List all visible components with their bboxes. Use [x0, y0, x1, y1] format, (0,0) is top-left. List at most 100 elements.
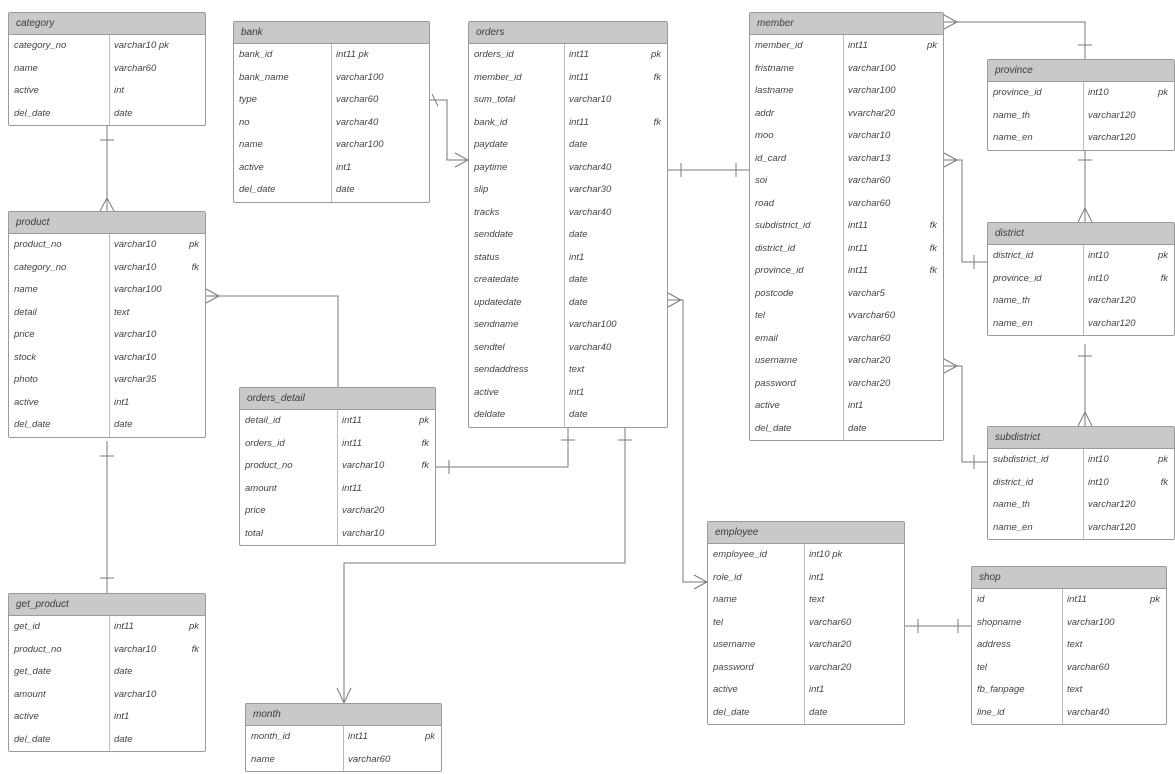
- field-name: product_no: [14, 643, 62, 655]
- field-type: date: [114, 419, 133, 430]
- field-name: id_card: [755, 152, 787, 164]
- rel-crowfoot-marker: [99, 196, 115, 212]
- field-name: get_date: [14, 666, 51, 677]
- field-name: fb_fanpage: [977, 684, 1025, 695]
- field-type: varchar60: [848, 332, 891, 344]
- field-type: int11: [348, 731, 368, 742]
- field-name: orders_id: [474, 49, 514, 60]
- field-type: int10: [1088, 476, 1109, 488]
- column-divider: [1062, 589, 1063, 724]
- field-row: shopname varchar100: [972, 612, 1166, 635]
- column-divider: [1083, 82, 1084, 150]
- field-name: bank_id: [474, 116, 508, 128]
- column-divider: [804, 544, 805, 724]
- field-name: member_id: [474, 71, 522, 83]
- field-name: get_id: [14, 621, 40, 632]
- entity-title: orders: [469, 22, 667, 44]
- field-name: amount: [14, 688, 46, 700]
- field-type: varchar20: [809, 661, 852, 673]
- field-name: shopname: [977, 616, 1022, 628]
- rel-crowfoot-marker: [667, 292, 683, 308]
- entity-title: bank: [234, 22, 429, 44]
- rel-one-marker: [431, 93, 439, 107]
- field-key: fk: [653, 116, 661, 128]
- field-key: fk: [653, 71, 661, 83]
- field-type: text: [1067, 639, 1083, 650]
- field-name: username: [713, 639, 756, 650]
- field-name: sendaddress: [474, 364, 529, 375]
- field-name: no: [239, 116, 250, 128]
- field-type: int10: [1088, 250, 1109, 261]
- field-key: pk: [188, 621, 199, 632]
- field-type: int10: [1088, 454, 1109, 465]
- field-name: name: [14, 62, 38, 74]
- field-type: int11: [848, 220, 868, 231]
- field-name: product_no: [245, 460, 293, 471]
- field-name: paytime: [474, 161, 508, 173]
- field-type: int11: [342, 482, 362, 494]
- field-type: varchar20: [342, 505, 385, 516]
- field-name: province_id: [755, 265, 804, 276]
- column-divider: [337, 410, 338, 545]
- field-name: address: [977, 639, 1011, 650]
- field-type: varchar20: [848, 355, 891, 366]
- rel-member-subdistrict-line: [944, 365, 987, 463]
- field-name: name_en: [993, 521, 1033, 533]
- field-name: name: [14, 284, 38, 295]
- field-type: int1: [809, 571, 825, 583]
- field-name: lastname: [755, 85, 794, 96]
- rel-crowfoot-marker: [336, 687, 352, 705]
- field-name: active: [14, 711, 39, 722]
- field-name: name: [239, 139, 263, 150]
- field-name: sendtel: [474, 341, 505, 353]
- field-name: name: [251, 753, 275, 765]
- field-name: paydate: [474, 139, 508, 150]
- rel-orders-ordersdetail-line: [436, 427, 569, 468]
- rel-crowfoot-marker: [943, 152, 959, 168]
- field-name: sum_total: [474, 94, 516, 105]
- column-divider: [343, 726, 344, 771]
- rel-crowfoot-marker: [943, 14, 959, 30]
- field-type: varchar100: [848, 62, 896, 74]
- field-type: varchar10 pk: [114, 40, 169, 51]
- field-type: varchar100: [1067, 616, 1115, 628]
- field-key: pk: [1157, 250, 1168, 261]
- field-name: line_id: [977, 706, 1005, 718]
- field-type: varchar40: [569, 161, 612, 173]
- field-type: varchar100: [848, 85, 896, 96]
- column-divider: [843, 35, 844, 440]
- field-type: varchar10: [114, 329, 157, 340]
